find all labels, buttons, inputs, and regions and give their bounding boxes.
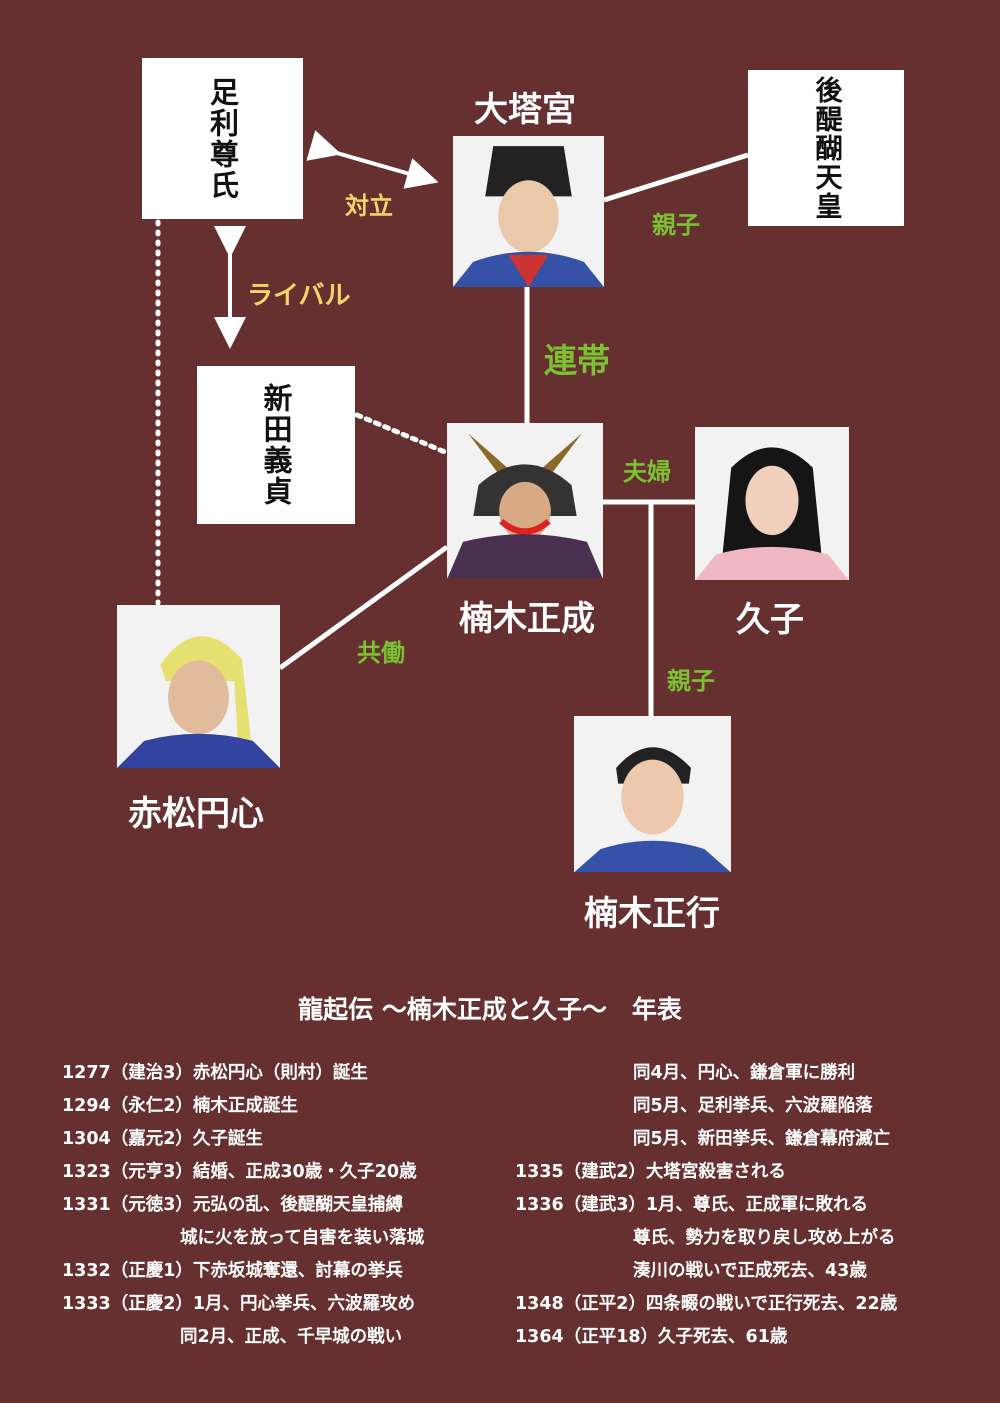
node-label: 新田義貞 (259, 383, 293, 507)
relation-cooperation: 共働 (357, 639, 405, 667)
relation-rival: ライバル (247, 281, 351, 311)
label-hisako: 久子 (736, 600, 804, 640)
timeline-entry: 1304（嘉元2）久子誕生 (62, 1129, 263, 1149)
timeline-entry: 1294（永仁2）楠木正成誕生 (62, 1096, 298, 1116)
label-masatsura: 楠木正行 (584, 894, 720, 934)
timeline-entry: 1364（正平18）久子死去、61歳 (515, 1327, 788, 1347)
photo-otonomiya (453, 136, 604, 287)
timeline-entry: 1348（正平2）四条畷の戦いで正行死去、22歳 (515, 1294, 898, 1314)
timeline-entry: 1332（正慶1）下赤坂城奪還、討幕の挙兵 (62, 1261, 403, 1281)
timeline-title: 龍起伝 ～楠木正成と久子～ 年表 (298, 995, 682, 1024)
timeline-entry: 同4月、円心、鎌倉軍に勝利 (633, 1063, 856, 1083)
photo-enshin (117, 605, 280, 768)
node-label: 足利尊氏 (205, 76, 240, 201)
timeline-entry: 1323（元亨3）結婚、正成30歳・久子20歳 (62, 1162, 417, 1182)
photo-masashige (447, 423, 603, 578)
timeline-entry: 同5月、新田挙兵、鎌倉幕府滅亡 (633, 1129, 891, 1149)
timeline-entry: 湊川の戦いで正成死去、43歳 (633, 1261, 867, 1281)
timeline-entry: 1333（正慶2）1月、円心挙兵、六波羅攻め (62, 1294, 416, 1314)
timeline-entry: 同2月、正成、千早城の戦い (180, 1327, 403, 1347)
relation-conflict: 対立 (345, 192, 393, 220)
node-label: 後醍醐天皇 (810, 75, 842, 221)
relation-parent-child-masatsura: 親子 (667, 667, 715, 695)
label-enshin: 赤松円心 (128, 794, 264, 834)
relationship-lines (155, 130, 749, 716)
dotted-line-nitta-masashige (354, 412, 448, 455)
timeline-entry: 1335（建武2）大塔宮殺害される (515, 1162, 786, 1182)
timeline-left-column: 1277（建治3）赤松円心（則村）誕生 1294（永仁2）楠木正成誕生 1304… (62, 1057, 424, 1354)
photo-hisako (695, 427, 849, 580)
label-masashige: 楠木正成 (459, 599, 595, 639)
timeline-entry: 尊氏、勢力を取り戻し攻め上がる (633, 1228, 896, 1248)
label-otonomiya: 大塔宮 (474, 90, 576, 130)
node-godaigo: 後醍醐天皇 (748, 70, 904, 226)
node-nitta: 新田義貞 (197, 366, 355, 524)
relation-married: 夫婦 (623, 458, 671, 486)
line-masashige-enshin (278, 544, 449, 671)
line-otonomiya-godaigo (603, 152, 749, 203)
node-takauji: 足利尊氏 (142, 58, 303, 219)
timeline-entry: 城に火を放って自害を装い落城 (180, 1228, 425, 1248)
conflict-arrow (306, 130, 439, 189)
photo-masatsura (574, 716, 731, 872)
relation-parent-child-godaigo: 親子 (652, 211, 700, 239)
timeline-entry: 1277（建治3）赤松円心（則村）誕生 (62, 1063, 368, 1083)
timeline-entry: 1331（元徳3）元弘の乱、後醍醐天皇捕縛 (62, 1195, 403, 1215)
timeline-entry: 同5月、足利挙兵、六波羅陥落 (633, 1096, 873, 1116)
timeline-entry: 1336（建武3）1月、尊氏、正成軍に敗れる (515, 1195, 869, 1215)
timeline-right-column: 同4月、円心、鎌倉軍に勝利 同5月、足利挙兵、六波羅陥落 同5月、新田挙兵、鎌倉… (515, 1057, 897, 1354)
relation-alliance: 連帯 (544, 341, 610, 380)
